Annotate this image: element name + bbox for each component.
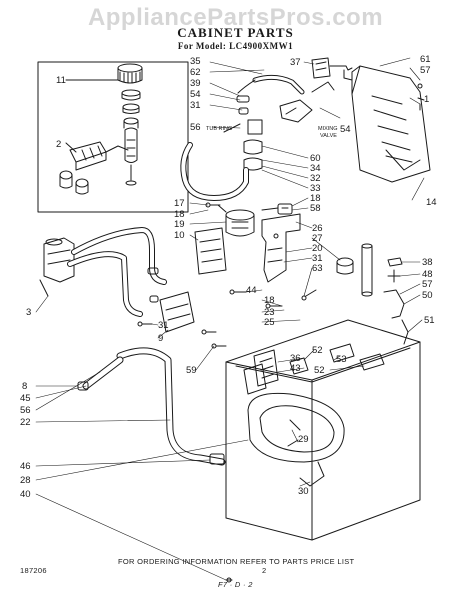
callout-label: 2 — [56, 139, 61, 150]
callout-label: 22 — [20, 417, 31, 428]
inlet-hose — [67, 227, 167, 317]
part-50-hook — [383, 289, 405, 319]
callout-label: 38 — [422, 257, 433, 268]
callout-label: 18 — [264, 295, 275, 306]
callout-label: 35 — [190, 56, 201, 67]
model-line: For Model: LC4900XMW1 — [177, 41, 294, 51]
part-2-valve-body — [59, 141, 129, 195]
callout-label: 3 — [26, 307, 31, 318]
mixing-valve-label-2: VALVE — [320, 133, 337, 139]
callout-label: 51 — [424, 315, 435, 326]
drain-hose — [77, 347, 226, 466]
callout-label: 39 — [190, 78, 201, 89]
callout-label: 27 — [312, 233, 323, 244]
callout-label: 52 — [314, 365, 325, 376]
callout-label: 8 — [22, 381, 27, 392]
part-20-bracket — [261, 213, 301, 283]
callout-label: 28 — [20, 475, 31, 486]
mixing-valve-label-1: MIXING — [318, 126, 338, 132]
callout-label: 31 — [312, 253, 323, 264]
callout-label: 44 — [246, 285, 257, 296]
callout-label: 63 — [312, 263, 323, 274]
part-26-roller — [336, 243, 373, 297]
callout-label: 20 — [312, 243, 323, 254]
page-title: CABINET PARTS — [177, 25, 294, 40]
callout-label: 18 — [174, 209, 185, 220]
part-9-cover — [159, 291, 195, 333]
callout-labels: 35 62 39 54 31 56 11 2 37 61 57 1 54 60 … — [20, 54, 437, 500]
leader-line — [65, 142, 77, 153]
callout-label: 40 — [20, 489, 31, 500]
callout-label: 26 — [312, 223, 323, 234]
callout-label: 57 — [420, 65, 431, 76]
callout-label: 11 — [56, 75, 66, 86]
part-48 — [387, 269, 401, 283]
callout-label: 58 — [310, 203, 321, 214]
ordering-note: FOR ORDERING INFORMATION REFER TO PARTS … — [118, 557, 355, 566]
cabinet-body — [225, 319, 421, 541]
tub-ring-label: TUB RING — [206, 126, 232, 132]
fasteners — [137, 202, 317, 583]
upper-hose-assembly — [180, 74, 335, 201]
part-38 — [387, 257, 403, 267]
callout-label: 10 — [174, 230, 185, 241]
callout-label: 14 — [426, 197, 437, 208]
callout-label: 48 — [422, 269, 433, 280]
revision-code: F7 · D · 2 — [218, 580, 253, 589]
callout-label: 29 — [298, 434, 309, 445]
callout-label: 19 — [174, 219, 185, 230]
callout-label: 54 — [190, 89, 201, 100]
callout-label: 46 — [20, 461, 31, 472]
callout-label: 60 — [310, 153, 321, 164]
part-19-pressure-switch — [217, 203, 293, 237]
callout-label: 61 — [420, 54, 431, 65]
callout-label: 62 — [190, 67, 201, 78]
page-number: 2 — [262, 566, 267, 575]
callout-label: 34 — [310, 163, 321, 174]
callout-label: 17 — [174, 198, 185, 209]
callout-label: 1 — [424, 94, 429, 105]
callout-label: 33 — [310, 183, 321, 194]
callout-label: 53 — [336, 354, 347, 365]
part-10-panel — [194, 227, 227, 275]
part-51-clip — [401, 319, 409, 345]
callout-label: 50 — [422, 290, 433, 301]
callout-label: 25 — [264, 317, 275, 328]
part-3-pump — [39, 237, 75, 297]
callout-label: 23 — [264, 307, 275, 318]
callout-label: 43 — [290, 363, 301, 374]
part-36-bracket — [253, 349, 279, 387]
callout-label: 59 — [186, 365, 197, 376]
callout-label: 56 — [20, 405, 31, 416]
leader-lines — [35, 57, 425, 581]
callout-label: 57 — [422, 279, 433, 290]
callout-label: 36 — [290, 353, 301, 364]
diagram-annotations: TUB RING MIXING VALVE — [206, 126, 338, 139]
callout-label: 18 — [310, 193, 321, 204]
callout-label: 9 — [158, 333, 163, 344]
callout-label: 54 — [340, 124, 351, 135]
callout-label: 45 — [20, 393, 31, 404]
callout-label: 31 — [190, 100, 201, 111]
inset-frame — [37, 61, 189, 213]
doc-number: 187206 — [20, 566, 47, 575]
callout-label: 30 — [298, 486, 309, 497]
callout-label: 37 — [290, 57, 301, 68]
callout-label: 31 — [158, 320, 169, 331]
callout-label: 32 — [310, 173, 321, 184]
callout-label: 52 — [312, 345, 323, 356]
part-14-rear-bracket — [351, 65, 431, 183]
callout-label: 56 — [190, 122, 201, 133]
part-11-cap-assembly — [117, 63, 143, 186]
part-37-connector — [311, 57, 353, 81]
watermark: AppliancePartsPros.com — [87, 4, 384, 31]
